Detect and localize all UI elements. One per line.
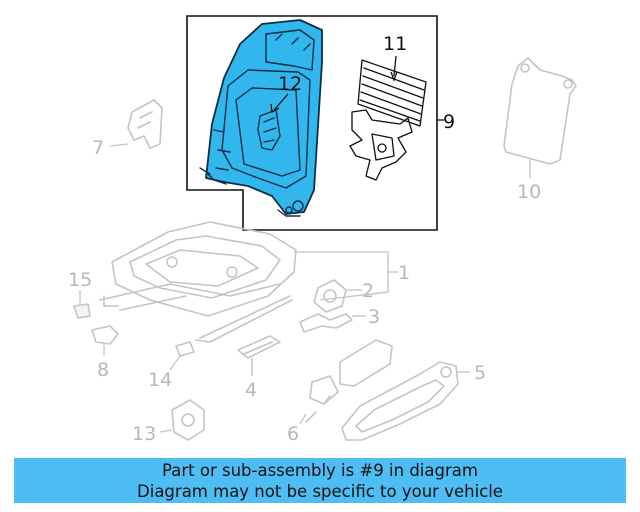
callout-6: 6: [287, 423, 299, 445]
callout-13: 13: [132, 423, 156, 445]
part-10[interactable]: [503, 57, 577, 178]
part-5[interactable]: [341, 361, 470, 441]
part-4[interactable]: [237, 335, 281, 376]
part-15[interactable]: [73, 290, 91, 319]
callout-14: 14: [148, 369, 172, 391]
callout-4: 4: [245, 379, 257, 401]
banner-line-1: Part or sub-assembly is #9 in diagram: [162, 461, 478, 480]
callout-12: 12: [278, 73, 302, 95]
banner-line-2: Diagram may not be specific to your vehi…: [137, 482, 503, 501]
callout-3: 3: [368, 306, 380, 328]
callout-11: 11: [383, 33, 407, 55]
part-3[interactable]: [299, 313, 366, 333]
lumbar-support[interactable]: [349, 59, 427, 181]
callout-1: 1: [398, 262, 410, 284]
parts-diagram: 1 2 3 4 5 6 7 8 9 10 11 12 13 14 15: [68, 15, 577, 445]
part-2[interactable]: [313, 279, 362, 313]
part-13[interactable]: [159, 399, 205, 441]
callout-5: 5: [474, 362, 486, 384]
part-8[interactable]: [91, 325, 119, 356]
part-7[interactable]: [109, 99, 163, 149]
notice-banner: Part or sub-assembly is #9 in diagram Di…: [14, 458, 626, 503]
seat-track-assembly[interactable]: [99, 221, 398, 343]
sub-assembly-9-box: [186, 15, 438, 231]
part-14[interactable]: [169, 341, 195, 371]
callout-9: 9: [443, 111, 455, 133]
seat-back-frame[interactable]: [199, 19, 323, 217]
callout-7: 7: [92, 137, 104, 159]
callout-8: 8: [97, 359, 109, 381]
callout-15: 15: [68, 269, 92, 291]
callout-2: 2: [362, 280, 374, 302]
part-6[interactable]: [299, 339, 393, 425]
callout-10: 10: [517, 181, 541, 203]
